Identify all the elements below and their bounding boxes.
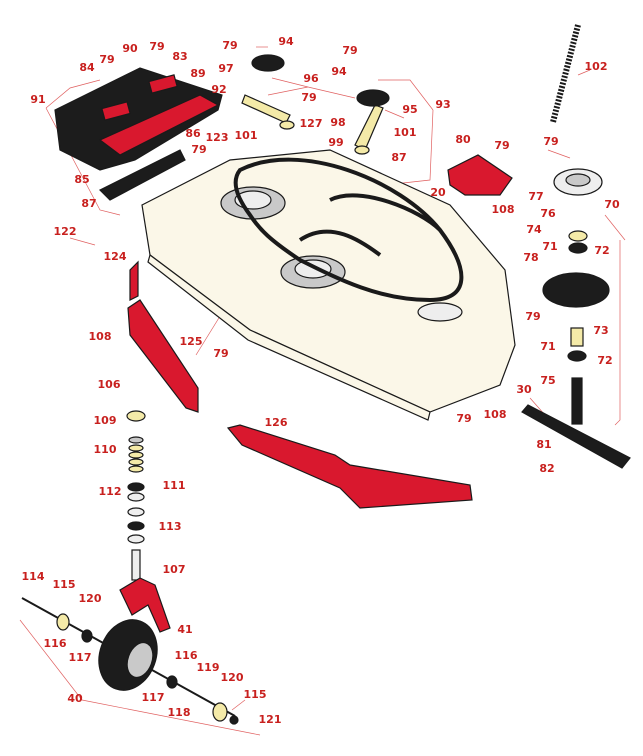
callout-label: 113 (159, 520, 182, 533)
callout-label: 107 (163, 563, 186, 576)
callout-label: 122 (54, 225, 77, 238)
callout-label: 86 (185, 127, 201, 140)
callout-label: 70 (604, 198, 620, 211)
callout-label: 76 (540, 207, 556, 220)
callout-label: 85 (74, 173, 89, 186)
callout-label: 123 (206, 131, 229, 144)
callout-label: 115 (53, 578, 76, 591)
callout-label: 74 (526, 223, 542, 236)
callout-label: 120 (79, 592, 102, 605)
callout-label: 79 (543, 135, 558, 148)
callout-label: 75 (540, 374, 555, 387)
callout-label: 94 (331, 65, 347, 78)
caster-stack (126, 410, 146, 581)
callout-label: 120 (221, 671, 244, 684)
callout-label: 79 (222, 39, 237, 52)
callout-label: 108 (89, 330, 112, 343)
callout-label: 79 (99, 53, 114, 66)
callout-label: 79 (191, 143, 206, 156)
callout-label: 93 (435, 98, 450, 111)
callout-label: 79 (213, 347, 228, 360)
callout-label: 79 (149, 40, 164, 53)
callout-label: 71 (540, 340, 555, 353)
callout-label: 96 (303, 72, 319, 85)
callout-label: 108 (492, 203, 515, 216)
callout-label: 90 (122, 42, 138, 55)
callout-label: 87 (391, 151, 406, 164)
caster-fork (119, 577, 171, 633)
callout-label: 73 (593, 324, 608, 337)
callout-label: 92 (211, 83, 226, 96)
callout-label: 117 (142, 691, 165, 704)
callout-label: 116 (175, 649, 198, 662)
callout-label: 124 (104, 250, 127, 263)
callout-label: 79 (342, 44, 357, 57)
callout-label: 91 (30, 93, 45, 106)
caster-wheel (21, 597, 239, 725)
belt-cover (54, 67, 223, 201)
callout-label: 106 (98, 378, 121, 391)
callout-label: 112 (99, 485, 122, 498)
callout-label: 79 (494, 139, 509, 152)
callout-label: 101 (394, 126, 417, 139)
spindle-assembly (542, 168, 610, 425)
callout-label: 108 (484, 408, 507, 421)
idler-assemblies (241, 54, 390, 155)
callout-label: 126 (265, 416, 288, 429)
callout-label: 94 (278, 35, 294, 48)
callout-label: 87 (81, 197, 96, 210)
callout-label: 114 (22, 570, 45, 583)
callout-label: 117 (69, 651, 92, 664)
callout-label: 127 (300, 117, 323, 130)
callout-label: 20 (430, 186, 446, 199)
callout-label: 110 (94, 443, 117, 456)
callout-label: 89 (190, 67, 205, 80)
callout-label: 81 (536, 438, 551, 451)
drive-belt (233, 157, 464, 303)
callout-label: 101 (235, 129, 258, 142)
callout-label: 119 (197, 661, 220, 674)
callout-label: 111 (163, 479, 186, 492)
callout-label: 40 (67, 692, 83, 705)
deck-stiffener (226, 424, 473, 509)
deck-bracket-right (447, 154, 513, 196)
callout-label: 41 (177, 623, 192, 636)
callout-label: 77 (528, 190, 543, 203)
callout-label: 95 (402, 103, 417, 116)
callout-label: 109 (94, 414, 117, 427)
callout-label: 72 (594, 244, 609, 257)
callout-label: 98 (330, 116, 345, 129)
callout-label: 82 (539, 462, 554, 475)
callout-label: 71 (542, 240, 557, 253)
callout-label: 80 (455, 133, 471, 146)
callout-label: 84 (79, 61, 95, 74)
callout-label: 99 (328, 136, 343, 149)
callout-label: 79 (301, 91, 316, 104)
callout-label: 118 (168, 706, 191, 719)
callout-label: 79 (456, 412, 471, 425)
callout-label: 125 (180, 335, 203, 348)
callout-label: 79 (525, 310, 540, 323)
callout-label: 121 (259, 713, 282, 726)
callout-label: 78 (523, 251, 538, 264)
callout-label: 116 (44, 637, 67, 650)
callout-label: 102 (585, 60, 608, 73)
callout-label: 97 (218, 62, 233, 75)
callout-label: 115 (244, 688, 267, 701)
callout-label: 30 (516, 383, 532, 396)
blade (521, 404, 631, 469)
callout-label: 72 (597, 354, 612, 367)
caster-arm (127, 260, 199, 413)
spring (550, 24, 581, 123)
callout-label: 83 (172, 50, 187, 63)
